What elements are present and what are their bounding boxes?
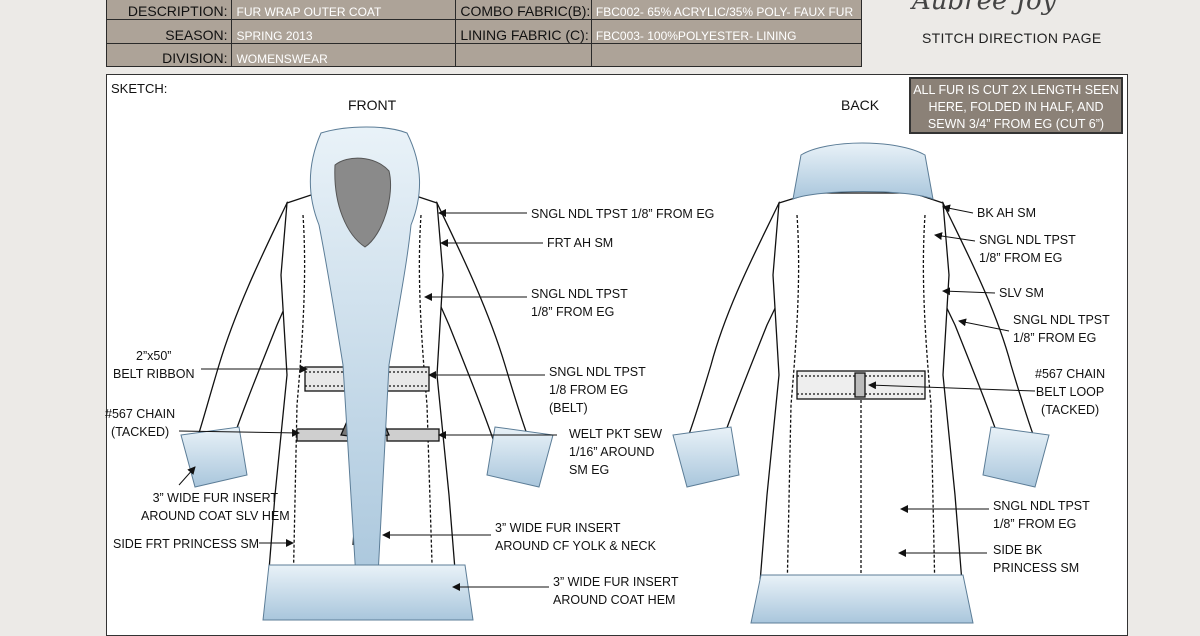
- back-left-sleeve: [684, 200, 792, 458]
- front-left-sleeve: [194, 200, 300, 458]
- lining-fabric-label: LINING FABRIC (C):: [455, 19, 592, 44]
- callout-line: 1/8” FROM EG: [1013, 331, 1097, 345]
- front-fur-trim: [180, 126, 554, 621]
- callout-back-topstitch-center: SNGL NDL TPST 1/8” FROM EG: [993, 497, 1090, 533]
- callout-front-armhole-seam: FRT AH SM: [547, 234, 613, 252]
- callout-line: (TACKED): [111, 425, 170, 439]
- sketch-label: SKETCH:: [111, 81, 168, 96]
- callout-front-belt-topstitch: SNGL NDL TPST 1/8 FROM EG (BELT): [549, 363, 646, 417]
- header-row: DESCRIPTION: FUR WRAP OUTER COAT COMBO F…: [105, 0, 863, 21]
- back-fur-trim: [672, 142, 1050, 624]
- callout-line: 1/8” FROM EG: [979, 251, 1063, 265]
- callout-line: BELT RIBBON: [113, 367, 195, 381]
- callout-sleeve-fur: 3” WIDE FUR INSERT AROUND COAT SLV HEM: [141, 489, 290, 525]
- callout-belt-loop-chain: #567 CHAIN BELT LOOP (TACKED): [1035, 365, 1105, 419]
- callout-line: (BELT): [549, 401, 588, 415]
- callout-line: SNGL NDL TPST: [979, 233, 1076, 247]
- callout-line: WELT PKT SEW: [569, 427, 663, 441]
- division-value: WOMENSWEAR: [231, 42, 457, 68]
- front-right-pocket-welt: [386, 428, 440, 442]
- fur-note-line: HERE, FOLDED IN HALF, AND: [928, 100, 1104, 114]
- fur-note-line: SEWN 3/4” FROM EG (CUT 6”): [927, 117, 1105, 131]
- callout-line: 1/8” FROM EG: [993, 517, 1077, 531]
- callout-line: #567 CHAIN: [1035, 367, 1106, 381]
- callout-line: #567 CHAIN: [105, 407, 176, 421]
- callout-line: (TACKED): [1041, 403, 1100, 417]
- callout-back-armhole-seam: BK AH SM: [977, 204, 1036, 222]
- callout-sleeve-seam: SLV SM: [999, 284, 1044, 302]
- callout-hem-fur: 3” WIDE FUR INSERT AROUND COAT HEM: [553, 573, 678, 609]
- callout-line: SLV SM: [999, 286, 1044, 300]
- callout-line: FRT AH SM: [547, 236, 614, 250]
- callout-cf-yoke-fur: 3” WIDE FUR INSERT AROUND CF YOLK & NECK: [495, 519, 656, 555]
- callout-line: PRINCESS SM: [993, 561, 1080, 575]
- callout-line: SIDE BK: [993, 543, 1043, 557]
- callout-welt-pocket: WELT PKT SEW 1/16” AROUND SM EG: [569, 425, 662, 479]
- combo-fabric-label: COMBO FABRIC(B):: [455, 0, 592, 21]
- description-value: FUR WRAP OUTER COAT: [231, 0, 457, 21]
- callout-line: SNGL NDL TPST: [993, 499, 1090, 513]
- back-leader-lines: [868, 204, 1036, 557]
- callout-line: SNGL NDL TPST: [531, 287, 628, 301]
- lining-fabric-value: FBC003- 100%POLYESTER- LINING: [590, 19, 863, 44]
- back-belt-loop: [854, 372, 866, 398]
- callout-line: AROUND CF YOLK & NECK: [495, 539, 656, 553]
- callout-front-chain: #567 CHAIN (TACKED): [105, 405, 175, 441]
- back-right-sleeve: [930, 200, 1038, 458]
- front-view-label: FRONT: [348, 97, 397, 113]
- callout-line: 1/8” FROM EG: [531, 305, 615, 319]
- callout-side-front-princess: SIDE FRT PRINCESS SM: [113, 535, 259, 553]
- callout-line: BELT LOOP: [1035, 385, 1105, 399]
- season-value: SPRING 2013: [231, 19, 457, 44]
- back-coat-sketch: [684, 192, 1038, 596]
- division-label: DIVISION:: [105, 42, 233, 68]
- fur-note-box: ALL FUR IS CUT 2X LENGTH SEEN HERE, FOLD…: [909, 77, 1123, 134]
- fur-note-line: ALL FUR IS CUT 2X LENGTH SEEN: [913, 83, 1119, 97]
- sketch-panel: SKETCH: FRONT BACK ALL FUR IS CUT 2X LEN…: [105, 74, 1128, 636]
- callout-line: 1/16” AROUND: [569, 445, 655, 459]
- callout-front-topstitch-panel: SNGL NDL TPST 1/8” FROM EG: [531, 285, 628, 321]
- header-row: SEASON: SPRING 2013 LINING FABRIC (C): F…: [105, 19, 863, 44]
- callout-line: SNGL NDL TPST: [549, 365, 646, 379]
- callout-back-topstitch-upper: SNGL NDL TPST 1/8” FROM EG: [979, 231, 1076, 267]
- callout-front-topstitch-neck: SNGL NDL TPST 1/8” FROM EG: [531, 205, 714, 223]
- front-leader-lines: [178, 209, 557, 591]
- back-view-label: BACK: [841, 97, 880, 113]
- description-label: DESCRIPTION:: [105, 0, 233, 21]
- callout-line: BK AH SM: [977, 206, 1037, 220]
- callout-line: 3” WIDE FUR INSERT: [553, 575, 679, 589]
- season-label: SEASON:: [105, 19, 233, 44]
- callout-back-topstitch-sleeve: SNGL NDL TPST 1/8” FROM EG: [1013, 311, 1110, 347]
- callout-line: 3” WIDE FUR INSERT: [152, 491, 279, 505]
- callout-line: SM EG: [569, 463, 610, 477]
- header-row: DIVISION: WOMENSWEAR: [105, 42, 863, 68]
- front-right-sleeve: [426, 200, 532, 458]
- callout-line: AROUND COAT SLV HEM: [141, 509, 290, 523]
- page-title: STITCH DIRECTION PAGE: [922, 30, 1102, 46]
- combo-fabric-value: FBC002- 65% ACRYLIC/35% POLY- FAUX FUR: [590, 0, 863, 21]
- brand-logo: Aubree Joy: [912, 0, 1057, 16]
- spec-header-table: DESCRIPTION: FUR WRAP OUTER COAT COMBO F…: [105, 0, 863, 68]
- empty-value-cell: [590, 42, 863, 68]
- callout-line: SIDE FRT PRINCESS SM: [113, 537, 260, 551]
- callout-belt-ribbon: 2”x50” BELT RIBBON: [113, 347, 195, 383]
- callout-line: 3” WIDE FUR INSERT: [495, 521, 621, 535]
- callout-line: SNGL NDL TPST: [1013, 313, 1110, 327]
- callout-line: 1/8 FROM EG: [549, 383, 629, 397]
- callout-line: 2”x50”: [136, 349, 172, 363]
- callout-line: AROUND COAT HEM: [553, 593, 676, 607]
- callout-side-back-princess: SIDE BK PRINCESS SM: [993, 541, 1079, 577]
- empty-label-cell: [455, 42, 592, 68]
- coat-technical-drawing: [178, 126, 1050, 624]
- callout-line: SNGL NDL TPST 1/8” FROM EG: [531, 207, 715, 221]
